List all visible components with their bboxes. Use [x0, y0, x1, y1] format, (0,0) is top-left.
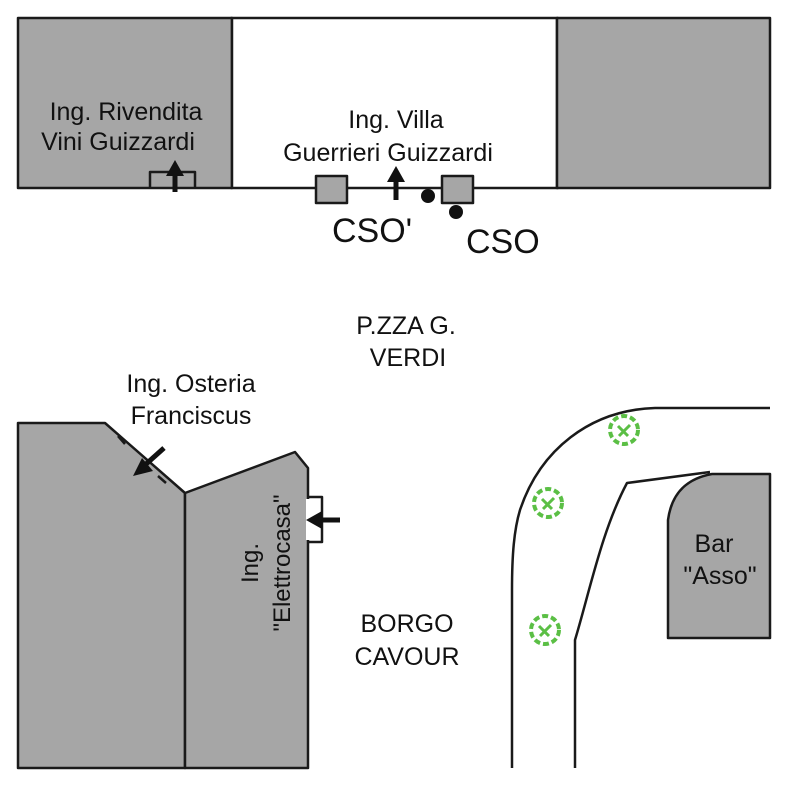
label-bar-line2: "Asso" — [683, 562, 756, 590]
label-bar-line1: Bar — [695, 530, 734, 558]
label-villa-line1: Ing. Villa — [348, 106, 444, 134]
label-piazza-line1: P.ZZA G. — [356, 312, 456, 340]
tree-icon — [608, 414, 640, 446]
top-building-block — [16, 16, 772, 190]
label-villa-line2: Guerrieri Guizzardi — [283, 139, 493, 167]
label-cso-prime: CSO' — [332, 212, 412, 250]
building-elettrocasa — [183, 450, 324, 770]
label-elettrocasa-line2: "Elettrocasa" — [269, 494, 296, 631]
sensor-dot-icon — [421, 189, 435, 203]
building-villa — [230, 16, 559, 190]
label-rivendita-line1: Ing. Rivendita — [50, 98, 203, 126]
road-edge-inner — [573, 470, 711, 768]
label-rivendita-line2: Vini Guizzardi — [41, 128, 195, 156]
label-cso: CSO — [466, 223, 540, 261]
road-edge-outer — [510, 406, 770, 768]
pillar-left — [314, 174, 349, 205]
arrow-icon — [133, 446, 166, 476]
entrance-rivendita — [148, 160, 197, 192]
label-elettrocasa-line1: Ing. — [237, 543, 264, 583]
label-borgo-line1: BORGO — [360, 610, 453, 638]
arrow-icon — [306, 511, 340, 529]
label-piazza-line2: VERDI — [370, 344, 446, 372]
pillar-right — [440, 174, 475, 205]
label-borgo-line2: CAVOUR — [354, 643, 459, 671]
tree-icon — [532, 487, 564, 519]
building-top-right — [555, 16, 772, 190]
arrow-icon — [166, 160, 184, 192]
label-elettrocasa: Ing. "Elettrocasa" — [237, 494, 296, 631]
building-top-left — [16, 16, 234, 190]
label-osteria-line1: Ing. Osteria — [126, 370, 255, 398]
arrow-icon — [387, 166, 405, 200]
building-osteria — [16, 421, 187, 770]
label-osteria-line2: Franciscus — [131, 402, 252, 430]
tree-icon — [529, 614, 561, 646]
building-bar-asso — [666, 472, 772, 640]
sensor-dot-icon — [449, 205, 463, 219]
